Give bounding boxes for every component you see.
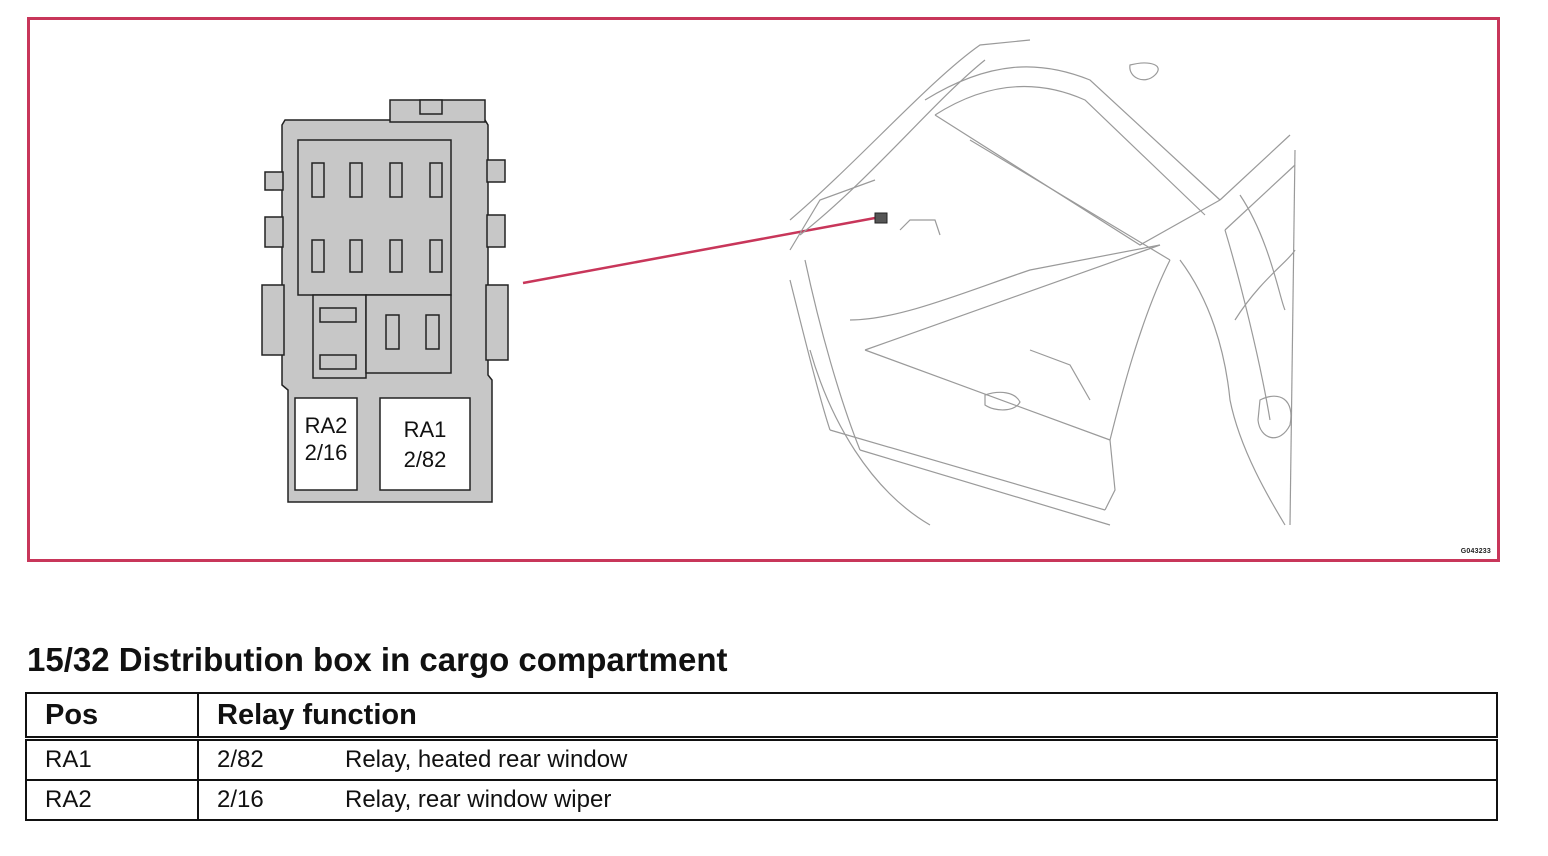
table-header-row: Pos Relay function [25, 692, 1498, 740]
header-relay-function: Relay function [197, 692, 1498, 740]
cell-function: 2/82 Relay, heated rear window [197, 737, 1498, 781]
relay-label-code: 2/16 [304, 440, 348, 465]
relay-code: 2/16 [217, 786, 264, 813]
relay-label-id: RA2 [304, 413, 348, 438]
distribution-box-diagram [261, 99, 509, 503]
relay-label-ra1: RA1 2/82 [380, 415, 470, 475]
figure-frame: RA2 2/16 RA1 2/82 G043233 [27, 17, 1500, 562]
relay-table: Pos Relay function RA1 2/82 Relay, heated… [25, 692, 1498, 821]
relay-description: Relay, heated rear window [345, 746, 628, 773]
cell-pos: RA2 [25, 779, 199, 821]
table-row: RA1 2/82 Relay, heated rear window [25, 737, 1498, 781]
relay-description: Relay, rear window wiper [345, 786, 612, 813]
cell-pos: RA1 [25, 737, 199, 781]
relay-code: 2/82 [217, 746, 264, 773]
table-row: RA2 2/16 Relay, rear window wiper [25, 779, 1498, 821]
relay-label-code: 2/82 [403, 447, 447, 472]
leader-line [522, 216, 876, 285]
section-title: 15/32 Distribution box in cargo compartm… [27, 641, 728, 678]
connector-marker [874, 212, 888, 224]
header-pos: Pos [25, 692, 199, 740]
relay-label-id: RA1 [403, 417, 447, 442]
cargo-compartment-drawing [789, 39, 1296, 526]
relay-label-ra2: RA2 2/16 [295, 412, 357, 466]
figure-id: G043233 [1460, 548, 1491, 555]
distribution-box-illustration [261, 39, 1296, 526]
cell-function: 2/16 Relay, rear window wiper [197, 779, 1498, 821]
